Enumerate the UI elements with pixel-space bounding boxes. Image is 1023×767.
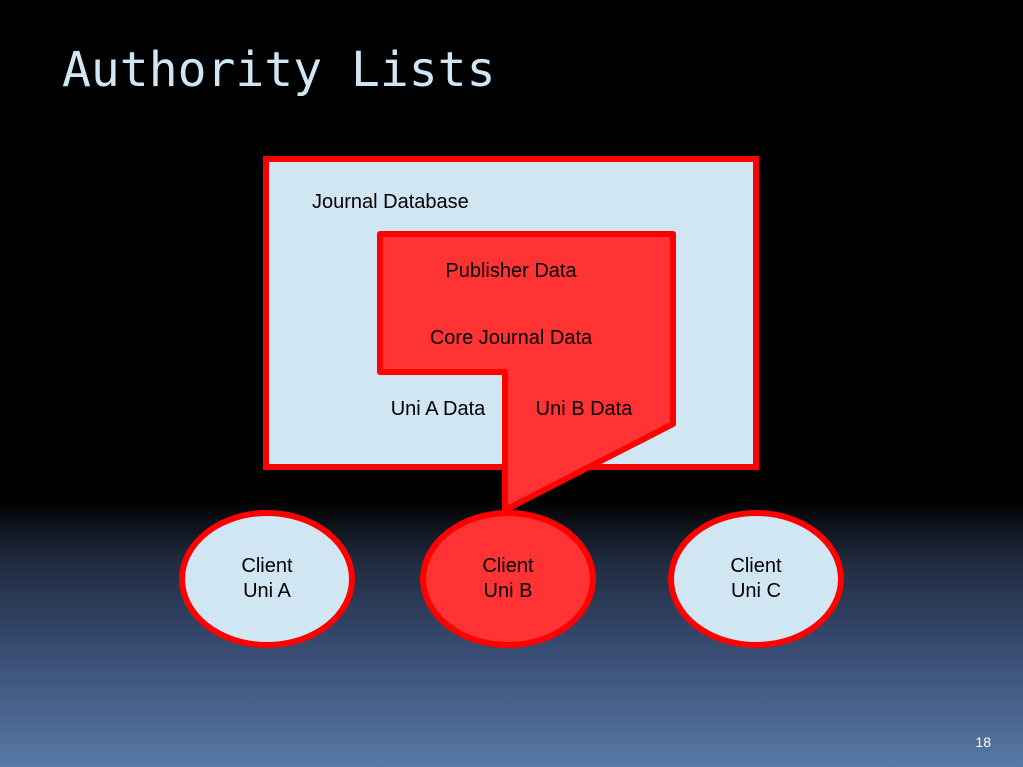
- client-uni-a-label: Client Uni A: [207, 554, 327, 604]
- uni-a-data-label: Uni A Data: [390, 398, 486, 420]
- publisher-data-label: Publisher Data: [445, 260, 577, 282]
- client-uni-a-line1: Client: [241, 555, 293, 577]
- client-uni-b-label: Client Uni B: [448, 554, 568, 604]
- client-uni-a-node: [179, 510, 355, 648]
- journal-database-label: Journal Database: [312, 191, 469, 213]
- client-uni-a-line2: Uni A: [243, 580, 291, 602]
- client-uni-c-line2: Uni C: [730, 580, 781, 602]
- client-uni-b-line2: Uni B: [483, 580, 533, 602]
- client-uni-c-line1: Client: [730, 555, 782, 577]
- core-journal-data-label: Core Journal Data: [429, 327, 593, 349]
- client-uni-b-line1: Client: [482, 555, 534, 577]
- uni-b-data-label: Uni B Data: [535, 398, 633, 420]
- client-uni-b-node: [420, 510, 596, 648]
- shared-data-shape: [377, 231, 676, 513]
- client-uni-c-label: Client Uni C: [696, 554, 816, 604]
- client-uni-c-node: [668, 510, 844, 648]
- slide-number: 18: [975, 734, 991, 750]
- slide-title: Authority Lists: [62, 42, 496, 98]
